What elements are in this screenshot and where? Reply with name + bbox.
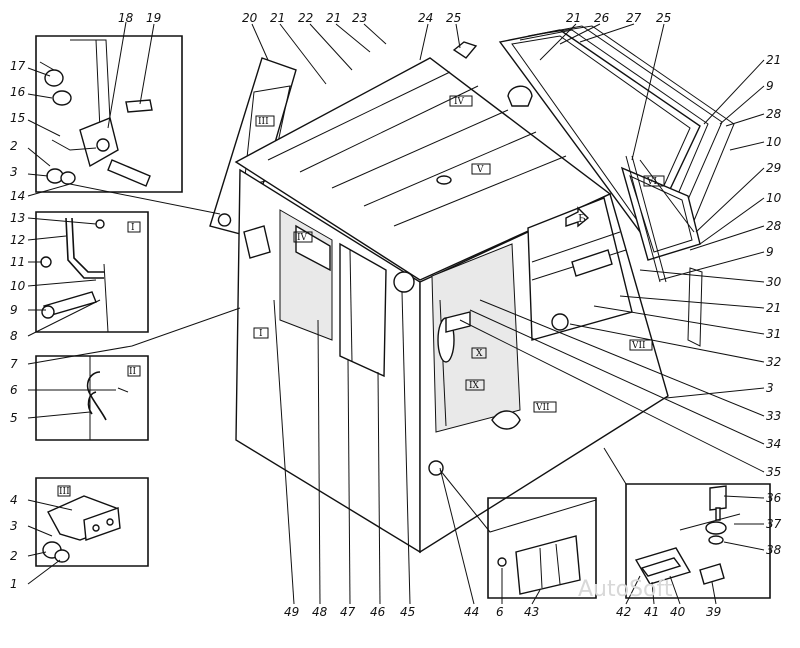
label-4: 4 <box>10 493 18 507</box>
detail-fastener-top <box>35 35 183 193</box>
detail-III: III <box>35 477 149 567</box>
label-3-right: 3 <box>766 381 774 395</box>
label-20: 20 <box>242 11 258 25</box>
label-29: 29 <box>766 161 781 175</box>
label-40: 40 <box>670 605 686 619</box>
label-12: 12 <box>10 233 25 247</box>
label-25-a: 25 <box>446 11 461 25</box>
label-15: 15 <box>10 111 25 125</box>
label-44: 44 <box>464 605 479 619</box>
label-9-left: 9 <box>10 303 18 317</box>
view-label-IV: IV <box>454 97 465 107</box>
label-48: 48 <box>312 605 328 619</box>
label-23: 23 <box>352 11 367 25</box>
view-label-VII: VII <box>535 403 550 413</box>
label-9-right-b: 9 <box>766 245 774 259</box>
label-30: 30 <box>766 275 782 289</box>
view-label-I: I <box>131 223 135 233</box>
label-21-d: 21 <box>766 53 781 67</box>
label-9-right-a: 9 <box>766 79 774 93</box>
detail-I: I <box>35 211 149 333</box>
label-6-left: 6 <box>10 383 18 397</box>
cab-body <box>209 41 669 554</box>
view-label-VI: VI <box>646 177 657 187</box>
detail-II: II <box>35 355 149 441</box>
view-label-II: II <box>129 367 137 377</box>
view-label-VII-side: VII <box>631 341 646 351</box>
label-19: 19 <box>146 11 161 25</box>
label-27: 27 <box>626 11 642 25</box>
label-16: 16 <box>10 85 26 99</box>
view-label-V: V <box>476 165 484 175</box>
label-10-right-b: 10 <box>766 191 782 205</box>
label-38: 38 <box>766 543 782 557</box>
view-label-III-detail: III <box>59 487 70 497</box>
label-24: 24 <box>418 11 433 25</box>
label-18: 18 <box>118 11 134 25</box>
label-21-e: 21 <box>766 301 781 315</box>
label-11: 11 <box>10 255 25 269</box>
label-28-b: 28 <box>766 219 782 233</box>
label-25-b: 25 <box>656 11 671 25</box>
label-5: 5 <box>10 411 18 425</box>
label-36: 36 <box>766 491 782 505</box>
label-37: 37 <box>766 517 782 531</box>
label-6-bottom: 6 <box>496 605 504 619</box>
label-35: 35 <box>766 465 781 479</box>
label-26: 26 <box>594 11 610 25</box>
label-39: 39 <box>706 605 721 619</box>
view-label-B: Б <box>578 212 586 225</box>
label-46: 46 <box>370 605 386 619</box>
label-42: 42 <box>616 605 631 619</box>
label-47: 47 <box>340 605 356 619</box>
view-label-IX: IX <box>469 381 480 391</box>
label-49: 49 <box>284 605 299 619</box>
label-21-a: 21 <box>270 11 285 25</box>
label-8: 8 <box>10 329 18 343</box>
label-21-b: 21 <box>326 11 341 25</box>
label-34: 34 <box>766 437 781 451</box>
view-label-I-cab: I <box>259 329 263 339</box>
label-2-bottom: 2 <box>10 549 18 563</box>
label-14: 14 <box>10 189 25 203</box>
detail-bottom-right <box>487 483 771 599</box>
label-43: 43 <box>524 605 539 619</box>
window-frames <box>498 25 735 347</box>
view-callouts: III IV V VI VII VII IX X I IV Б <box>253 95 665 413</box>
label-28-a: 28 <box>766 107 782 121</box>
label-2-top: 2 <box>10 139 18 153</box>
label-33: 33 <box>766 409 781 423</box>
label-41: 41 <box>644 605 659 619</box>
label-17: 17 <box>10 59 26 73</box>
watermark: AutoSoft <box>578 577 673 602</box>
label-3-bottom: 3 <box>10 519 18 533</box>
label-21-c: 21 <box>566 11 581 25</box>
label-10-right-a: 10 <box>766 135 782 149</box>
part-labels: 18 19 17 16 15 2 3 14 13 12 11 10 9 8 7 … <box>10 11 782 619</box>
label-31: 31 <box>766 327 781 341</box>
view-label-X: X <box>476 349 483 359</box>
label-3-top: 3 <box>10 165 18 179</box>
view-label-IV-window: IV <box>297 233 308 243</box>
label-10-left: 10 <box>10 279 26 293</box>
label-7: 7 <box>10 357 18 371</box>
label-13: 13 <box>10 211 25 225</box>
label-45: 45 <box>400 605 415 619</box>
label-32: 32 <box>766 355 781 369</box>
label-1: 1 <box>10 577 18 591</box>
label-22: 22 <box>298 11 313 25</box>
view-label-III: III <box>258 117 269 127</box>
leader-lines <box>27 21 765 605</box>
